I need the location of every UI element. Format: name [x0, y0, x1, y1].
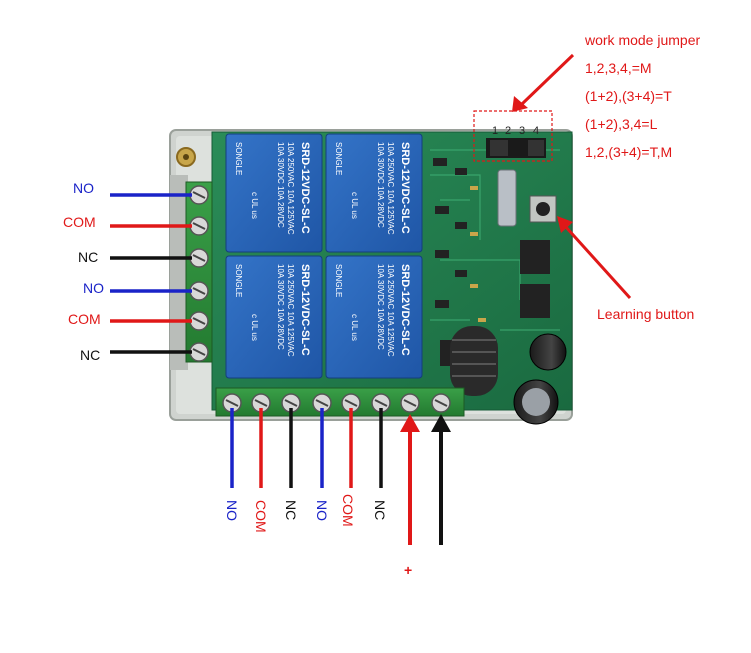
left-wires	[110, 193, 192, 354]
left-terminal-label-3: NC	[78, 249, 99, 265]
relay-rating-text-1: 10A 250VAC 10A 125VAC	[386, 142, 395, 235]
relay-brand-text: SONGLE	[334, 264, 343, 297]
power-plus-label: +	[404, 562, 413, 578]
left-terminal-label-2: COM	[63, 214, 96, 230]
relay-cert-text: c UL us	[350, 192, 359, 219]
relay-rating-text-2: 10A 30VDC 10A 28VDC	[376, 264, 385, 350]
bottom-wires	[230, 408, 383, 488]
work-mode-option-3: (1+2),3,4=L	[585, 116, 658, 132]
bottom-terminal-label-6: NC	[372, 500, 388, 521]
learning-button-label: Learning button	[597, 306, 695, 322]
work-mode-option-1: 1,2,3,4,=M	[585, 60, 652, 76]
power-negative-arrow	[431, 414, 451, 432]
electrolytic-capacitors	[513, 333, 567, 425]
jumper-arrow-line	[520, 53, 575, 106]
work-mode-option-2: (1+2),(3+4)=T	[585, 88, 672, 104]
relay-4	[325, 255, 423, 379]
relay-rating-text-2: 10A 30VDC 10A 28VDC	[276, 264, 285, 350]
left-terminal-label-6: NC	[80, 347, 101, 363]
jumper-pin-1: 1	[492, 125, 498, 137]
relay-rating-text-2: 10A 30VDC 10A 28VDC	[276, 142, 285, 228]
left-terminal-screw-3	[189, 248, 209, 268]
jumper-pin-3: 3	[519, 125, 525, 137]
antenna-coil	[450, 326, 498, 396]
left-terminal-block	[185, 181, 213, 363]
left-terminal-screw-1	[189, 185, 209, 205]
power-wires	[400, 414, 451, 545]
relay-3	[225, 255, 323, 379]
relay-rating-text-2: 10A 30VDC 10A 28VDC	[376, 142, 385, 228]
relay-cert-text: c UL us	[250, 192, 259, 219]
power-screw-positive	[400, 393, 420, 413]
work-mode-option-4: 1,2,(3+4)=T,M	[585, 144, 673, 160]
relay-model-text: SRD-12VDC-SL-C	[399, 264, 411, 356]
relay-cert-text: c UL us	[250, 314, 259, 341]
left-terminal-label-4: NO	[83, 280, 104, 296]
crystal-oscillator	[497, 169, 517, 227]
power-positive-arrow	[400, 414, 420, 432]
bottom-terminal-label-2: COM	[253, 500, 269, 533]
relay-model-text: SRD-12VDC-SL-C	[299, 264, 311, 356]
relay-model-text: SRD-12VDC-SL-C	[399, 142, 411, 234]
relay-rating-text-1: 10A 250VAC 10A 125VAC	[286, 264, 295, 357]
annotation-arrows	[512, 53, 632, 300]
left-terminal-label-5: COM	[68, 311, 101, 327]
left-terminal-screw-2	[189, 216, 209, 236]
left-terminal-screw-6	[189, 342, 209, 362]
relay-2	[325, 133, 423, 253]
bottom-terminal-screw-2	[251, 393, 271, 413]
bottom-terminal-label-1: NO	[224, 500, 240, 521]
left-terminal-screws	[189, 185, 209, 362]
bottom-terminal-label-5: COM	[340, 494, 356, 527]
learning-arrow-line	[563, 224, 632, 300]
learning-button-switch	[529, 195, 557, 223]
relay-model-text: SRD-12VDC-SL-C	[299, 142, 311, 234]
relay-rating-text-1: 10A 250VAC 10A 125VAC	[286, 142, 295, 235]
relay-brand-text: SONGLE	[334, 142, 343, 175]
learning-arrow-head	[557, 216, 573, 233]
bottom-terminal-label-4: NO	[314, 500, 330, 521]
jumper-arrow-head	[512, 96, 528, 112]
bottom-terminal-label-3: NC	[283, 500, 299, 521]
left-terminal-label-1: NO	[73, 180, 94, 196]
jumper-pin-4: 4	[533, 125, 539, 137]
relay-brand-text: SONGLE	[234, 142, 243, 175]
left-terminal-screw-4	[189, 281, 209, 301]
relay-bank	[225, 133, 423, 379]
work-mode-title: work mode jumper	[585, 32, 701, 48]
jumper-pin-2: 2	[505, 125, 511, 137]
left-terminal-screw-5	[189, 311, 209, 331]
relay-cert-text: c UL us	[350, 314, 359, 341]
relay-rating-text-1: 10A 250VAC 10A 125VAC	[386, 264, 395, 357]
relay-1	[225, 133, 323, 253]
power-screw-negative	[431, 393, 451, 413]
relay-brand-text: SONGLE	[234, 264, 243, 297]
work-mode-jumper: 1 2 3 4	[473, 110, 553, 162]
